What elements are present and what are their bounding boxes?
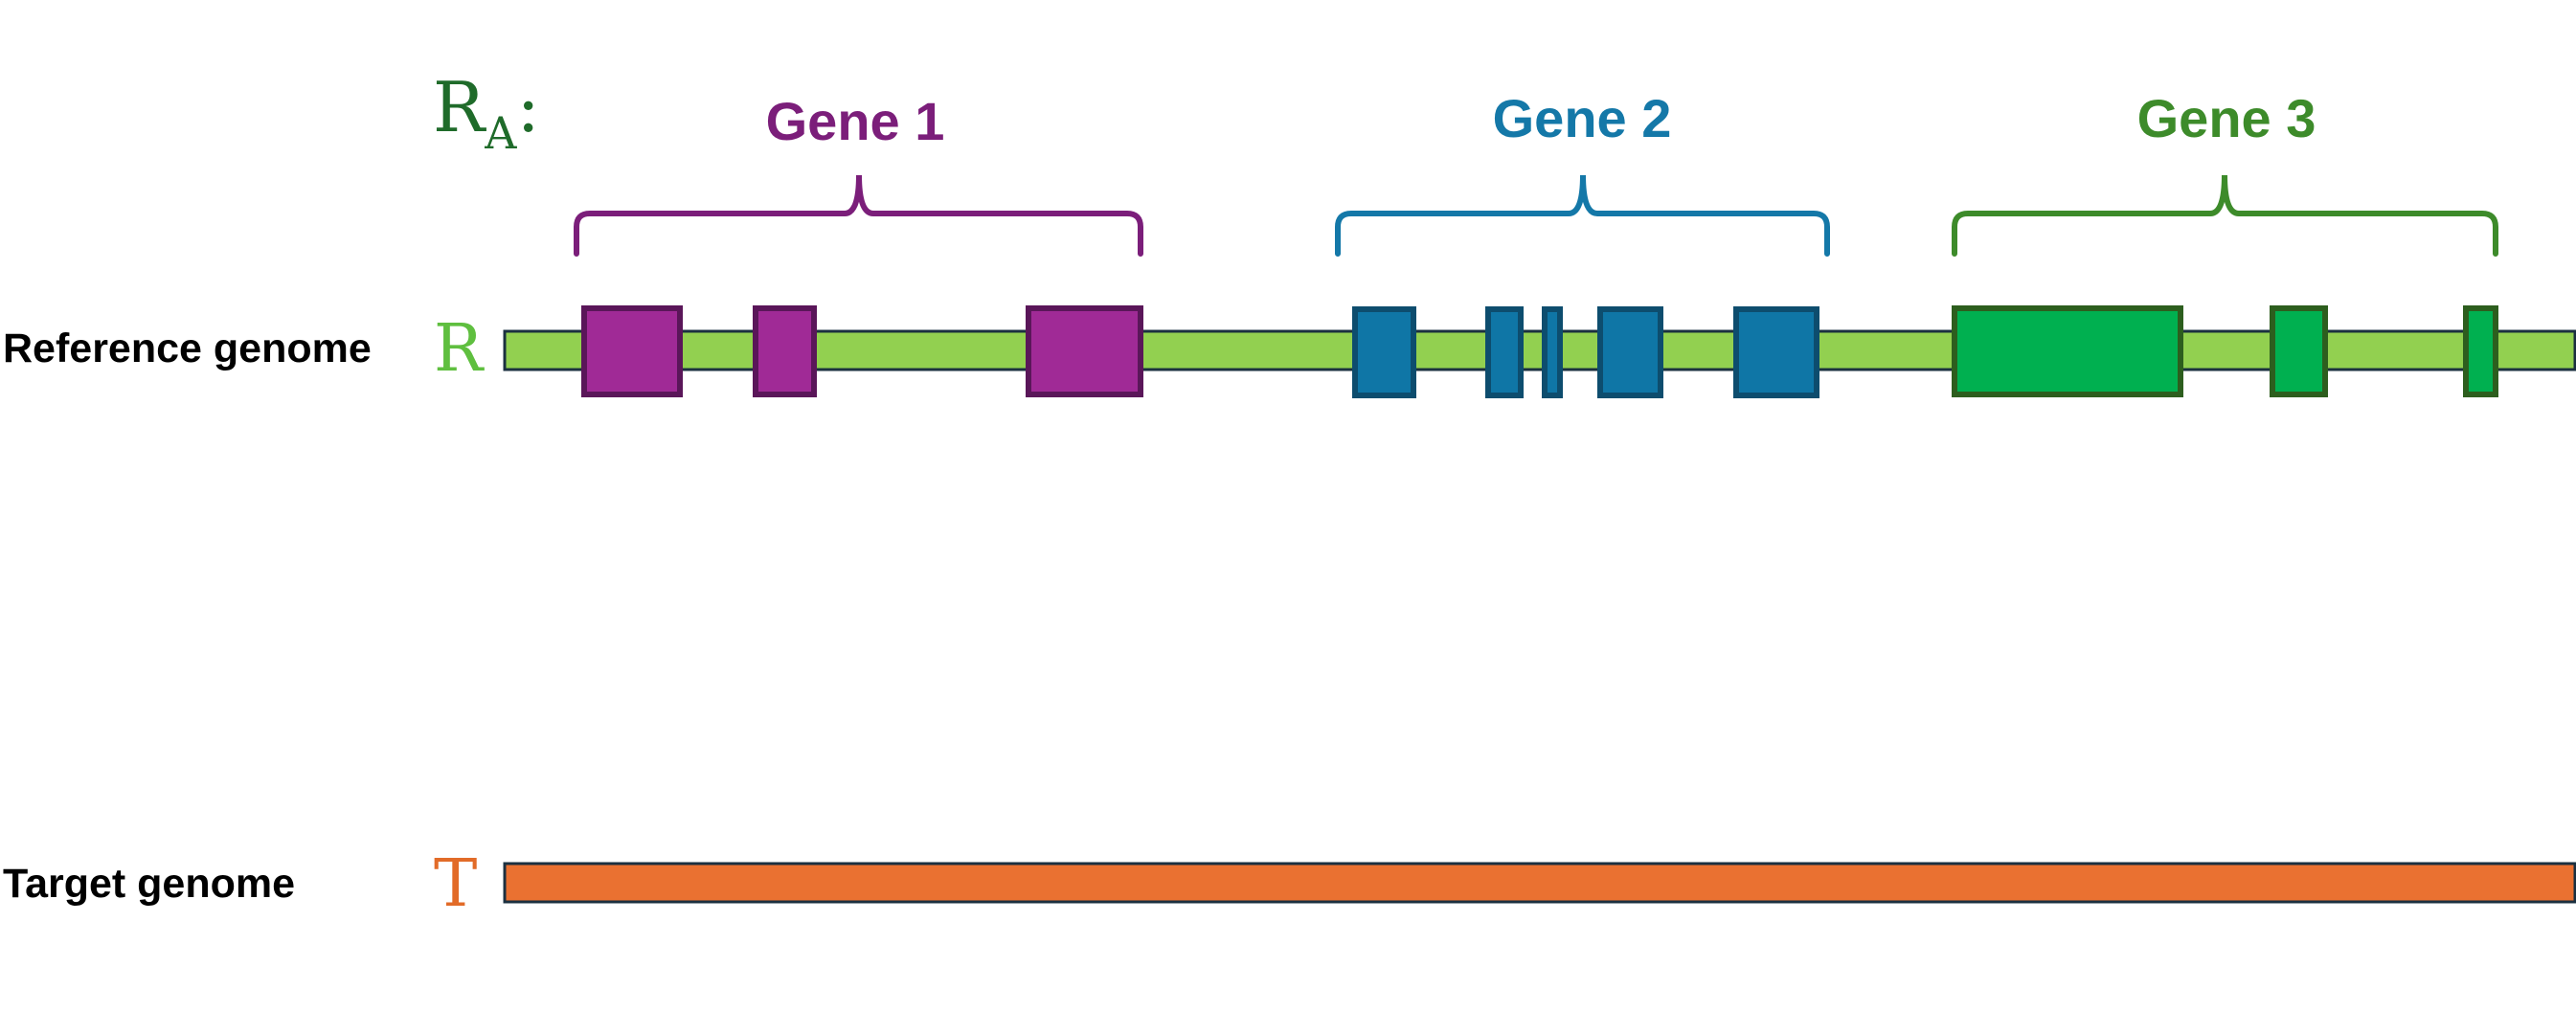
gene-3-exon <box>1952 305 2183 397</box>
reference-genome-bar <box>503 329 2576 371</box>
ra-label-subscript: A <box>484 107 517 159</box>
gene-3-label: Gene 3 <box>2137 88 2316 148</box>
target-letter: T <box>434 846 477 922</box>
reference-genome-label: Reference genome <box>3 326 372 371</box>
gene-1-exons <box>581 305 1143 397</box>
gene-2-brace <box>1335 174 1830 257</box>
target-genome-bar <box>503 862 2576 904</box>
gene-1-exon <box>581 305 683 397</box>
gene-2-exon <box>1733 306 1819 398</box>
gene-2-label: Gene 2 <box>1493 88 1672 148</box>
gene-1-label: Gene 1 <box>766 91 945 151</box>
ra-label-suffix: : <box>516 67 539 147</box>
gene-1-exon <box>753 305 817 397</box>
reference-letter: R <box>434 311 485 387</box>
gene-3-brace <box>1952 174 2498 257</box>
gene-1-brace <box>574 174 1143 257</box>
ra-label: RA: <box>433 67 540 159</box>
gene-1-exon <box>1026 305 1143 397</box>
gene-2-exon <box>1542 306 1563 398</box>
ra-label-main: R <box>433 67 486 147</box>
target-genome-label: Target genome <box>3 861 295 907</box>
gene-2-exon <box>1597 306 1663 398</box>
gene-3-exon <box>2463 305 2498 397</box>
gene-2-exon <box>1352 306 1416 398</box>
gene-3-exons <box>1952 305 2498 397</box>
gene-2-exon <box>1485 306 1524 398</box>
gene-3-exon <box>2270 305 2328 397</box>
gene-2-exons <box>1352 306 1819 398</box>
